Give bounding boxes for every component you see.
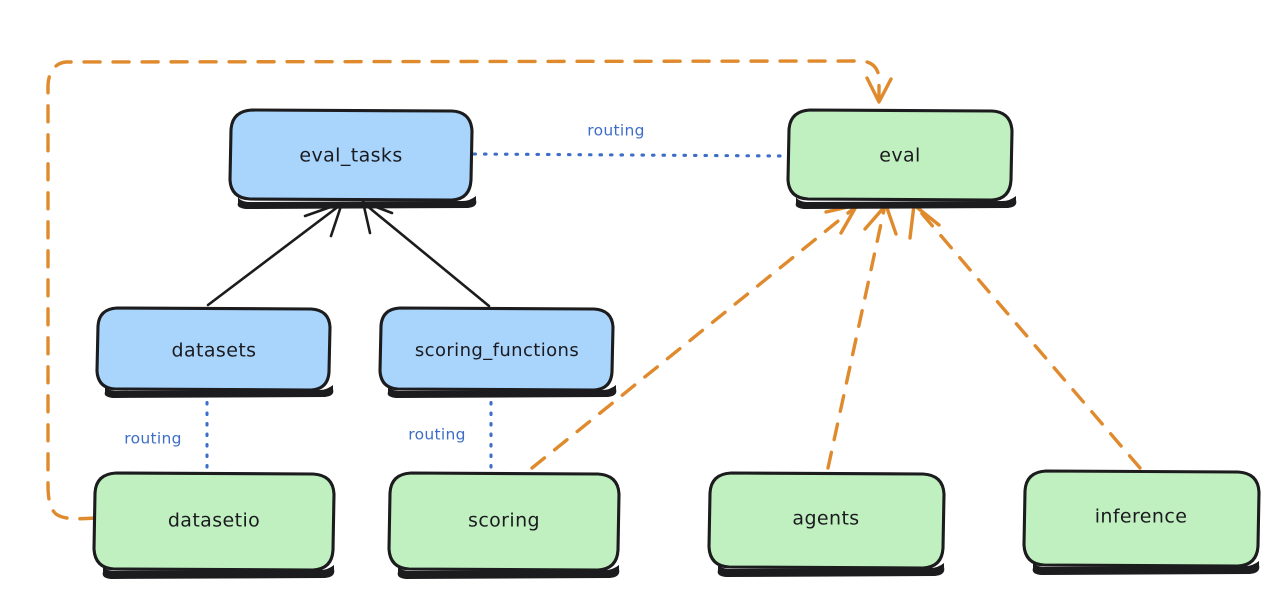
node-label-agents: agents — [792, 508, 859, 530]
node-eval-tasks[interactable]: eval_tasks — [228, 108, 477, 209]
edge-agents-to-eval — [826, 203, 898, 470]
node-scoring[interactable]: scoring — [387, 471, 621, 579]
node-label-eval: eval — [879, 145, 920, 167]
node-datasets[interactable]: datasets — [95, 306, 334, 398]
edge-datasets-to-eval-tasks — [206, 201, 344, 307]
edge-label-text-routing-left: routing — [124, 430, 182, 448]
node-label-datasetio: datasetio — [168, 510, 260, 532]
label-bg-top — [570, 117, 662, 143]
edge-label-routing-left: routing — [108, 425, 200, 451]
edge-datasetio-to-eval — [46, 59, 893, 521]
edge-inference-to-eval — [908, 203, 1142, 470]
node-label-eval-tasks: eval_tasks — [299, 145, 402, 167]
node-label-scoring-functions: scoring_functions — [415, 340, 579, 361]
label-bg-middle — [392, 421, 484, 447]
node-agents[interactable]: agents — [707, 471, 946, 577]
node-scoring-functions[interactable]: scoring_functions — [378, 306, 617, 398]
node-label-datasets: datasets — [172, 340, 257, 362]
edge-label-text-routing-top: routing — [587, 122, 645, 140]
edge-scoring-functions-to-eval-tasks — [361, 200, 491, 308]
node-eval[interactable]: eval — [786, 108, 1017, 209]
edge-label-routing-top: routing — [570, 117, 662, 143]
edge-label-text-routing-middle: routing — [408, 426, 466, 444]
node-label-scoring: scoring — [468, 510, 540, 532]
node-datasetio[interactable]: datasetio — [92, 471, 336, 579]
node-label-inference: inference — [1095, 506, 1188, 528]
label-bg-left — [108, 425, 200, 451]
edge-eval-tasks-to-eval — [472, 152, 788, 158]
node-inference[interactable]: inference — [1022, 469, 1261, 575]
edge-label-routing-middle: routing — [392, 421, 484, 447]
